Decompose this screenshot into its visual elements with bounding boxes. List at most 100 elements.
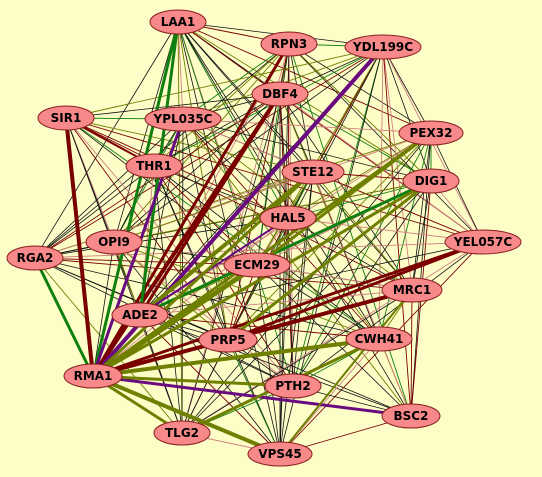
node-label: RMA1 — [74, 369, 113, 383]
node-sir1[interactable]: SIR1 — [37, 105, 95, 131]
edge-sir1-yel057c — [65, 117, 484, 243]
node-label: PRP5 — [210, 333, 245, 347]
edge-hal5-rga2 — [34, 217, 289, 259]
edge-laa1-prp5 — [177, 21, 229, 341]
node-hal5[interactable]: HAL5 — [259, 205, 317, 231]
edge-ypl035c-hal5 — [182, 118, 289, 219]
edge-thr1-tlg2 — [153, 165, 183, 434]
node-label: SIR1 — [51, 111, 82, 125]
node-mrc1[interactable]: MRC1 — [381, 277, 443, 303]
edge-ypl035c-opi9 — [113, 118, 184, 243]
node-ecm29[interactable]: ECM29 — [223, 252, 291, 278]
edge-highlight-ade2-hal5 — [139, 217, 289, 316]
node-label: TLG2 — [165, 426, 199, 440]
edge-yel057c-tlg2 — [181, 241, 484, 434]
node-ydl199c[interactable]: YDL199C — [344, 34, 422, 60]
edge-ypl035c-pex32 — [182, 118, 432, 134]
node-label: PEX32 — [410, 126, 453, 140]
edge-hal5-vps45 — [279, 217, 289, 455]
edge-rga2-mrc1 — [34, 257, 413, 291]
edge-ecm29-vps45 — [256, 264, 281, 455]
edge-highlight-rma1-cwh41 — [91, 337, 381, 378]
edge-ste12-opi9 — [113, 171, 314, 243]
node-label: DIG1 — [415, 174, 448, 188]
node-ste12[interactable]: STE12 — [281, 159, 345, 185]
edge-ste12-rga2 — [34, 171, 314, 259]
node-prp5[interactable]: PRP5 — [198, 327, 258, 353]
edge-highlight-rma1-bsc2 — [91, 374, 413, 418]
node-rga2[interactable]: RGA2 — [6, 245, 64, 271]
node-shape — [125, 153, 183, 179]
node-ypl035c[interactable]: YPL035C — [144, 106, 222, 132]
node-shape — [37, 105, 95, 131]
node-label: BSC2 — [394, 409, 429, 423]
edge-highlight-ade2-ste12 — [138, 170, 315, 317]
node-shape — [223, 252, 291, 278]
edge-rpn3-hal5 — [287, 43, 290, 219]
node-shape — [381, 403, 441, 429]
edge-laa1-opi9 — [113, 21, 179, 243]
edge-ydl199c-mrc1 — [382, 46, 413, 291]
node-laa1[interactable]: LAA1 — [149, 9, 207, 35]
node-label: HAL5 — [270, 211, 305, 225]
edge-ade2-tlg2 — [139, 314, 183, 434]
node-dbf4[interactable]: DBF4 — [251, 81, 309, 107]
node-label: OPI9 — [98, 235, 130, 249]
edge-highlight-vps45-mrc1 — [279, 289, 413, 455]
edge-opi9-pth2 — [113, 241, 294, 387]
node-thr1[interactable]: THR1 — [125, 153, 183, 179]
edge-ydl199c-dig1 — [382, 46, 432, 182]
edge-highlight-rma1-vps45 — [91, 374, 282, 456]
edge-dbf4-mrc1 — [279, 93, 413, 291]
node-label: ECM29 — [234, 258, 280, 272]
node-label: LAA1 — [161, 15, 196, 29]
node-cwh41[interactable]: CWH41 — [345, 326, 413, 352]
edge-dbf4-opi9 — [113, 93, 281, 243]
node-label: VPS45 — [258, 447, 301, 461]
edge-ypl035c-bsc2 — [182, 118, 412, 417]
edge-ypl035c-dig1 — [182, 118, 432, 182]
edge-highlight-rma1-laa1 — [91, 20, 180, 378]
node-tlg2[interactable]: TLG2 — [153, 420, 211, 446]
node-vps45[interactable]: VPS45 — [247, 441, 313, 467]
edge-laa1-pex32 — [177, 21, 432, 134]
node-pex32[interactable]: PEX32 — [398, 120, 464, 146]
edge-dbf4-pth2 — [279, 93, 294, 387]
node-shape — [247, 441, 313, 467]
edge-highlight-rma1-rga2 — [33, 256, 95, 378]
edge-dbf4-dig1 — [279, 93, 432, 182]
node-shape — [6, 245, 64, 271]
node-bsc2[interactable]: BSC2 — [381, 403, 441, 429]
edge-pex32-yel057c — [430, 132, 484, 243]
node-shape — [444, 229, 522, 255]
edge-dbf4-sir1 — [65, 93, 281, 119]
edge-ydl199c-pex32 — [382, 46, 432, 134]
node-rma1[interactable]: RMA1 — [63, 363, 123, 389]
node-shape — [345, 326, 413, 352]
node-yel057c[interactable]: YEL057C — [444, 229, 522, 255]
edge-ypl035c-mrc1 — [182, 118, 413, 291]
edge-laa1-dig1 — [177, 21, 432, 182]
node-shape — [111, 302, 169, 328]
edge-highlight-ecm29-pex32 — [255, 131, 433, 267]
node-label: RGA2 — [17, 251, 54, 265]
edge-mrc1-bsc2 — [410, 289, 413, 417]
edge-rpn3-ypl035c — [182, 43, 290, 120]
node-ade2[interactable]: ADE2 — [111, 302, 169, 328]
node-label: THR1 — [136, 159, 172, 173]
node-pth2[interactable]: PTH2 — [264, 373, 322, 399]
node-dig1[interactable]: DIG1 — [402, 168, 460, 194]
edge-opi9-cwh41 — [113, 241, 380, 340]
edge-rpn3-yel057c — [288, 43, 484, 243]
node-rpn3[interactable]: RPN3 — [260, 31, 318, 57]
edge-ypl035c-rga2 — [34, 118, 184, 259]
node-label: DBF4 — [262, 87, 298, 101]
node-shape — [144, 106, 222, 132]
edge-hal5-cwh41 — [287, 217, 380, 340]
node-shape — [381, 277, 443, 303]
edge-highlight-ade2-dig1 — [138, 179, 433, 317]
edge-ade2-bsc2 — [139, 314, 412, 417]
node-opi9[interactable]: OPI9 — [85, 229, 143, 255]
edge-highlight-rma1-dig1 — [91, 179, 433, 378]
edge-highlight-rma1-yel057c — [91, 240, 485, 378]
